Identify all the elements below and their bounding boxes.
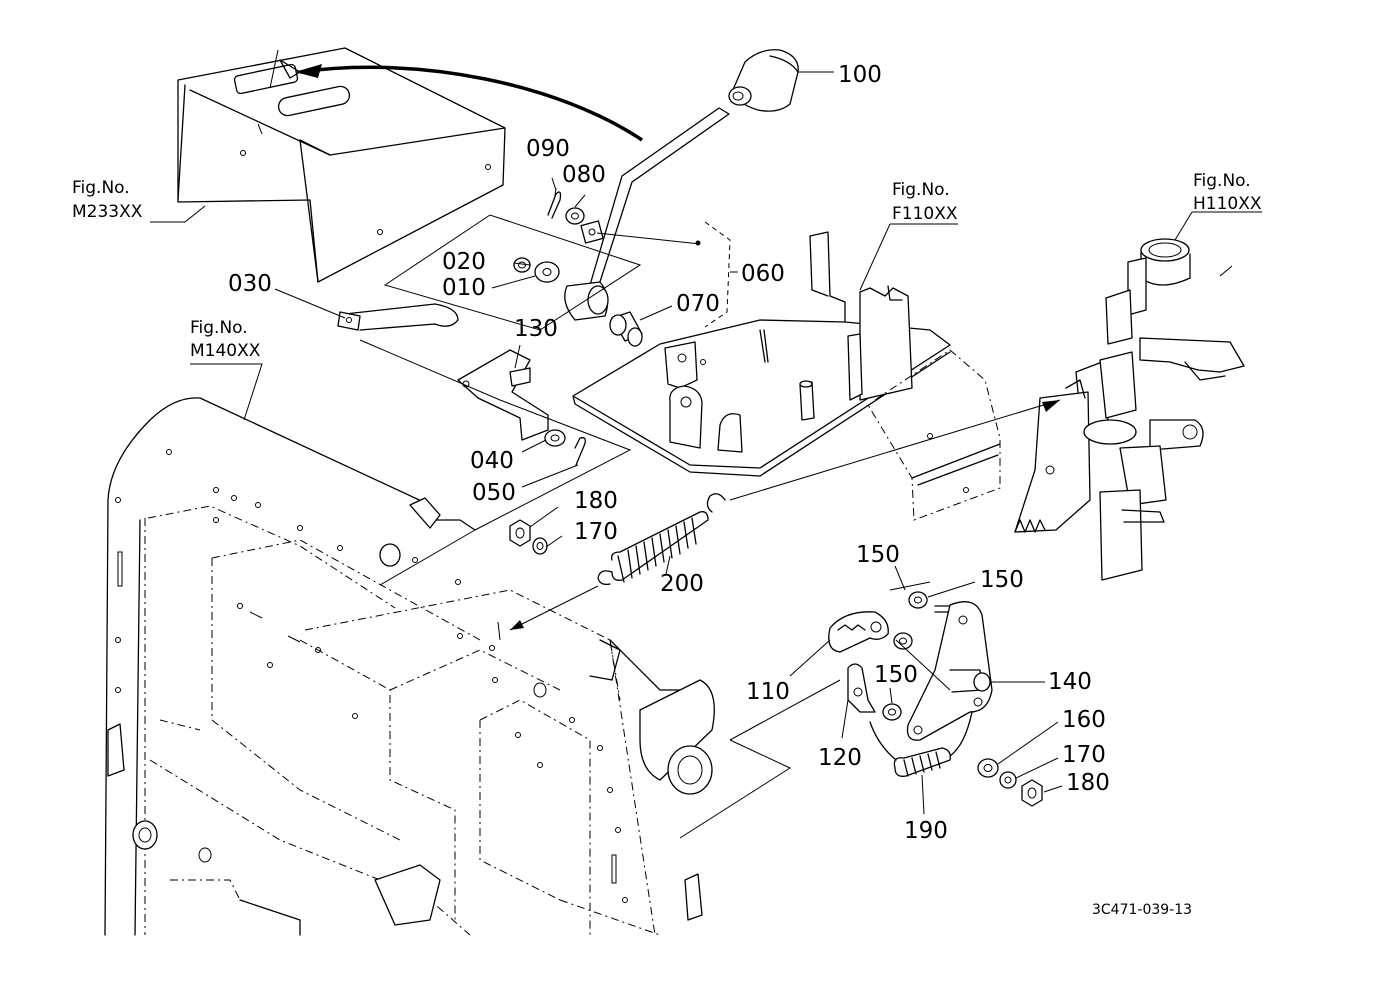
diagram-code: 3C471-039-13	[1092, 902, 1192, 918]
part-label-150-right: 150	[980, 567, 1024, 593]
shift-lever	[564, 49, 799, 321]
reference-frames	[359, 214, 931, 839]
part-label-130: 130	[514, 316, 558, 342]
arm-plate	[828, 611, 889, 653]
fig-ref-h110: Fig.No. H110XX	[1193, 171, 1262, 214]
spring-small	[869, 711, 973, 777]
fig-ref-f110-line1: Fig.No.	[892, 180, 950, 200]
fig-ref-m140: Fig.No. M140XX	[190, 318, 261, 361]
part-label-060: 060	[741, 261, 785, 287]
part-label-110: 110	[746, 679, 790, 705]
part-label-010: 010	[442, 275, 486, 301]
main-panel	[104, 397, 715, 936]
fig-ref-m233-line1: Fig.No.	[72, 178, 130, 198]
part-label-120: 120	[818, 745, 862, 771]
cover-panel	[177, 47, 506, 283]
part-label-170-upper: 170	[574, 519, 618, 545]
fig-ref-f110-line2: F110XX	[892, 204, 958, 224]
part-label-100: 100	[838, 62, 882, 88]
part-label-160: 160	[1062, 707, 1106, 733]
bracket-arm	[457, 349, 586, 466]
base-plate	[572, 231, 951, 477]
fig-ref-h110-line1: Fig.No.	[1193, 171, 1251, 191]
part-label-050: 050	[472, 480, 516, 506]
part-label-040: 040	[470, 448, 514, 474]
part-label-180-upper: 180	[574, 488, 618, 514]
fig-ref-m233-line2: M233XX	[72, 202, 143, 222]
part-label-200: 200	[660, 571, 704, 597]
leader-lines	[150, 71, 1262, 815]
fig-ref-f110: Fig.No. F110XX	[892, 180, 958, 224]
control-assembly	[1014, 238, 1245, 581]
cable-arrow	[295, 64, 643, 142]
part-label-080: 080	[562, 162, 606, 188]
fig-ref-m233: Fig.No. M233XX	[72, 178, 143, 222]
assembly-arrow	[729, 399, 1061, 501]
fig-ref-m140-line2: M140XX	[190, 341, 261, 361]
part-label-180-lower: 180	[1066, 770, 1110, 796]
part-labels: 100 090 080 020 010 060 030 070 130 040 …	[228, 62, 1110, 844]
lever-plate	[906, 601, 993, 741]
nut-washer-upper	[509, 519, 548, 555]
nut-washer-lower	[977, 758, 1043, 807]
part-label-030: 030	[228, 271, 272, 297]
collar	[609, 311, 643, 347]
side-plate	[867, 349, 1001, 521]
washers-upper	[513, 191, 585, 283]
spring-large	[497, 493, 726, 641]
part-label-190: 190	[904, 818, 948, 844]
part-label-090: 090	[526, 136, 570, 162]
part-label-070: 070	[676, 291, 720, 317]
part-label-020: 020	[442, 249, 486, 275]
fig-ref-m140-line1: Fig.No.	[190, 318, 248, 338]
part-label-150-top: 150	[856, 542, 900, 568]
fig-ref-h110-line2: H110XX	[1193, 194, 1262, 214]
rod	[337, 303, 459, 331]
washers-150	[882, 591, 961, 721]
part-label-170-lower: 170	[1062, 742, 1106, 768]
part-label-150-mid: 150	[874, 662, 918, 688]
small-arm	[847, 663, 876, 713]
part-label-140: 140	[1048, 669, 1092, 695]
